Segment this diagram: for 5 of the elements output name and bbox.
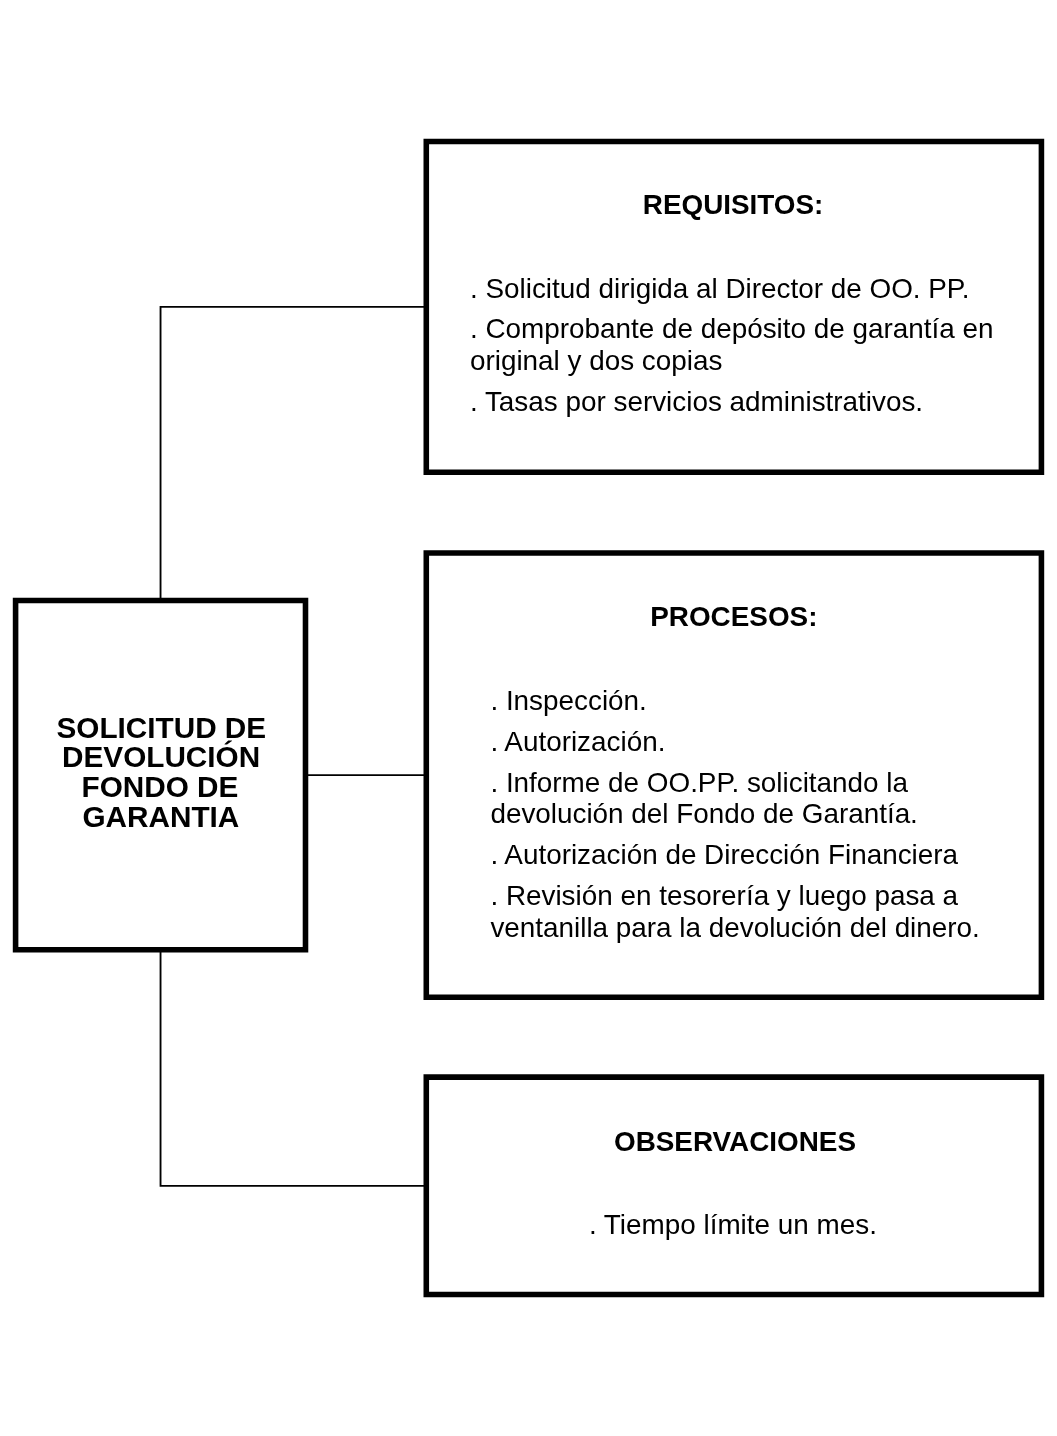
node-box: PROCESOS: . Inspección. . Autorización. . Informe de OO.PP. solicitando la devolución del Fondo de Garantía. . Autorización de Dirección Financiera . Revisión en tesorería y luego pasa a ventanilla para la devolución del dinero. <box>423 550 1045 1000</box>
connector <box>305 774 427 777</box>
node-box: REQUISITOS: . Solicitud dirigida al Director de OO. PP. . Comprobante de depósito de garantía en original y dos copias . Tasas por servicios administrativos. <box>423 138 1045 476</box>
node-box: OBSERVACIONES . Tiempo límite un mes. <box>423 1074 1045 1298</box>
node-box: SOLICITUD DE DEVOLUCIÓN FONDO DE GARANTIA <box>12 597 309 953</box>
